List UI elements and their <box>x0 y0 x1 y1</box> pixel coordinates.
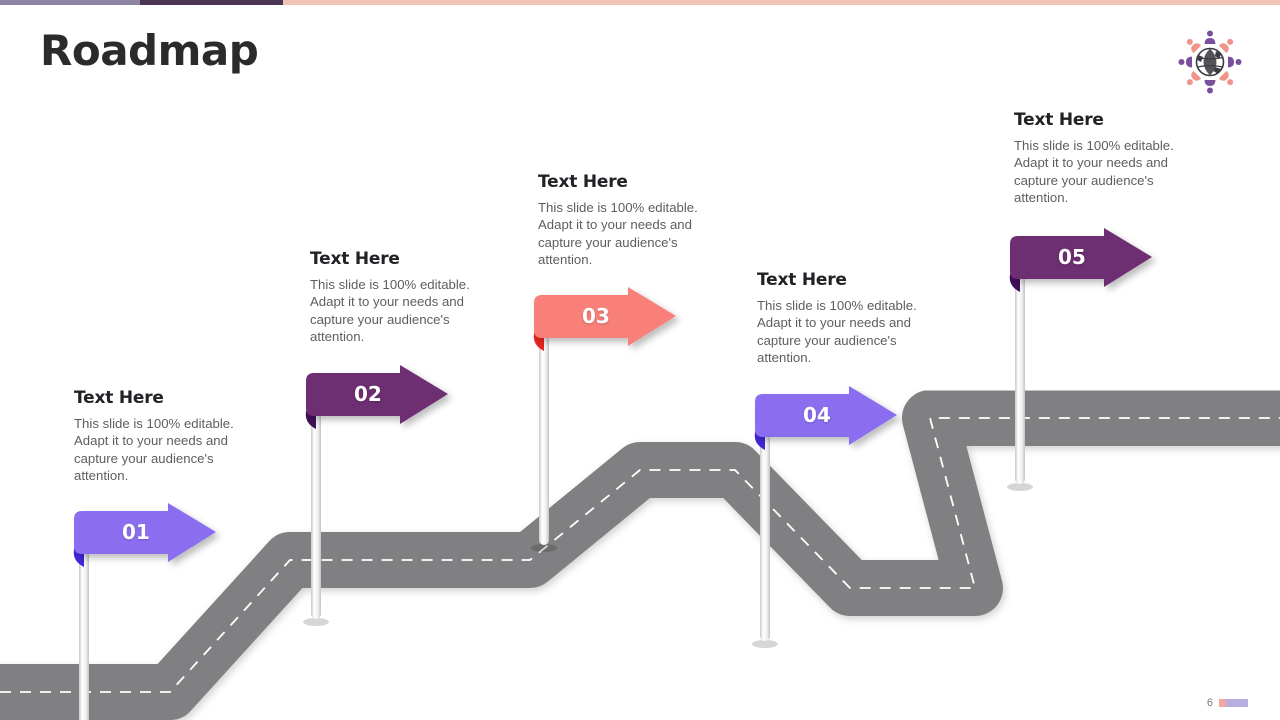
milestone-03-body: This slide is 100% editable. Adapt it to… <box>538 200 698 267</box>
milestone-01-flag[interactable]: 01 <box>64 503 230 720</box>
milestone-04-flag-graphic <box>752 386 897 648</box>
page-number-value: 6 <box>1206 697 1213 709</box>
page-number: 6 <box>1207 697 1248 709</box>
milestone-01-flag-graphic <box>73 503 216 720</box>
milestone-04-flag[interactable]: 04 <box>745 386 911 655</box>
milestone-03-heading: Text Here <box>538 172 628 192</box>
milestone-02-heading: Text Here <box>310 249 400 269</box>
milestone-01-heading: Text Here <box>74 388 164 408</box>
globe-people-logo <box>1172 24 1248 100</box>
milestone-05-body: This slide is 100% editable. Adapt it to… <box>1014 138 1174 205</box>
top-accent-bar <box>0 0 1280 5</box>
milestone-05-heading: Text Here <box>1014 110 1104 130</box>
accent-segment-muted-purple <box>0 0 140 5</box>
milestone-02-body: This slide is 100% editable. Adapt it to… <box>310 277 470 344</box>
milestone-05-flag-graphic <box>1007 228 1152 491</box>
milestone-04-body: This slide is 100% editable. Adapt it to… <box>757 298 917 365</box>
page-number-chip <box>1219 699 1248 707</box>
chip-segment-purple <box>1226 699 1248 707</box>
milestone-01-body: This slide is 100% editable. Adapt it to… <box>74 416 234 483</box>
accent-segment-peach <box>283 0 1280 5</box>
milestone-04-heading: Text Here <box>757 270 847 290</box>
page-title: Roadmap <box>40 26 259 75</box>
milestone-03-flag[interactable]: 03 <box>524 287 690 559</box>
milestone-02-flag[interactable]: 02 <box>296 365 462 633</box>
milestone-05-flag[interactable]: 05 <box>1000 228 1166 498</box>
accent-segment-dark-purple <box>140 0 283 5</box>
chip-segment-peach <box>1219 699 1226 707</box>
milestone-02-flag-graphic <box>303 365 448 626</box>
milestone-03-flag-graphic <box>531 287 676 552</box>
